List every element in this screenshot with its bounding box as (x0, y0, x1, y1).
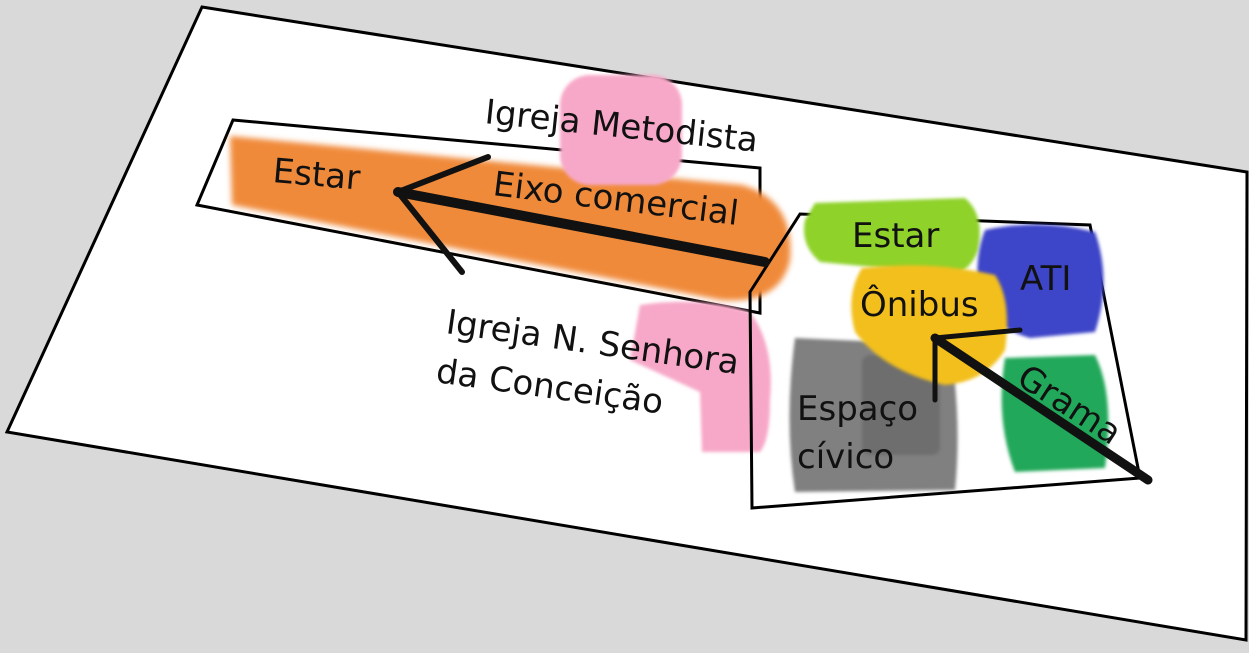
label-ati: ATI (1020, 259, 1071, 299)
arrow-to-igreja-metodista (395, 154, 491, 195)
espaco-civico-inner (862, 355, 940, 455)
ati-area (977, 224, 1104, 338)
estar-green-area (804, 198, 980, 275)
arrow-ati-to-onibus (932, 327, 1023, 341)
label-estar-left: Estar (271, 151, 362, 198)
label-onibus: Ônibus (860, 284, 979, 325)
igreja-metodista-area (560, 75, 682, 185)
arrow-to-igreja-nsc (395, 189, 465, 275)
arrow-main-axis (393, 187, 770, 267)
igreja-nsc-area (630, 301, 771, 452)
label-estar-right: Estar (852, 216, 939, 256)
arrow-grama-to-onibus (930, 333, 1153, 485)
label-espaco-line2: cívico (797, 437, 894, 477)
label-espaco-line1: Espaço (797, 389, 918, 429)
